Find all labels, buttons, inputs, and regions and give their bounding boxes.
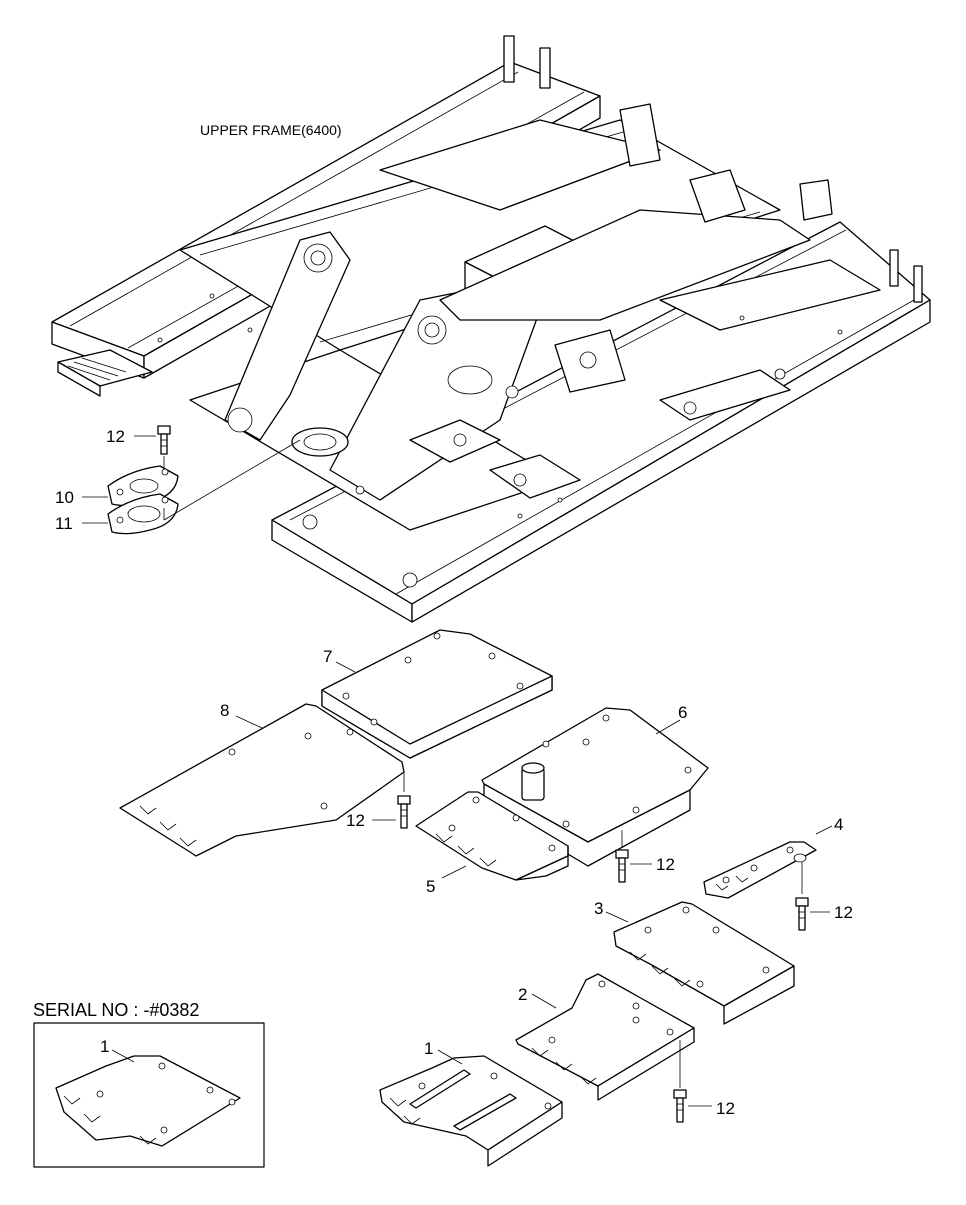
cover-plate-4 — [703, 841, 817, 899]
callout-12-a: 12 — [346, 811, 365, 830]
serial-no-label: SERIAL NO : -#0382 — [33, 1000, 199, 1020]
cover-plate-8 — [119, 703, 405, 857]
serial-inset-box — [33, 1022, 265, 1168]
bolt-12-frame — [157, 425, 171, 455]
callout-10: 10 — [55, 488, 74, 507]
callout-2: 2 — [518, 985, 527, 1004]
cover-plate-5 — [415, 791, 569, 881]
callout-12-b: 12 — [656, 855, 675, 874]
upper-frame — [51, 35, 931, 623]
bolt-12-a — [397, 795, 411, 829]
bolt-12-c — [795, 897, 809, 931]
cover-plate-7 — [321, 629, 553, 759]
callout-11: 11 — [55, 514, 73, 533]
inset-cover-plate-1 — [55, 1055, 241, 1147]
callout-5: 5 — [426, 877, 435, 896]
callout-7: 7 — [323, 647, 332, 666]
callout-3: 3 — [594, 899, 603, 918]
cover-plate-2 — [515, 973, 695, 1101]
callout-12-c: 12 — [834, 903, 853, 922]
bolt-12-b — [615, 849, 629, 883]
callout-1: 1 — [424, 1039, 433, 1058]
callout-1-inset: 1 — [100, 1037, 109, 1056]
callout-8: 8 — [220, 701, 229, 720]
callout-6: 6 — [678, 703, 687, 722]
callout-4: 4 — [834, 815, 843, 834]
cover-plate-1 — [379, 1055, 563, 1167]
part-10-11-gaskets — [107, 465, 179, 535]
callout-12-frame: 12 — [106, 427, 125, 446]
callout-12-d: 12 — [716, 1099, 735, 1118]
cover-plate-3 — [613, 901, 795, 1025]
bolt-12-d — [673, 1089, 687, 1123]
upper-frame-label: UPPER FRAME(6400) — [200, 122, 342, 138]
